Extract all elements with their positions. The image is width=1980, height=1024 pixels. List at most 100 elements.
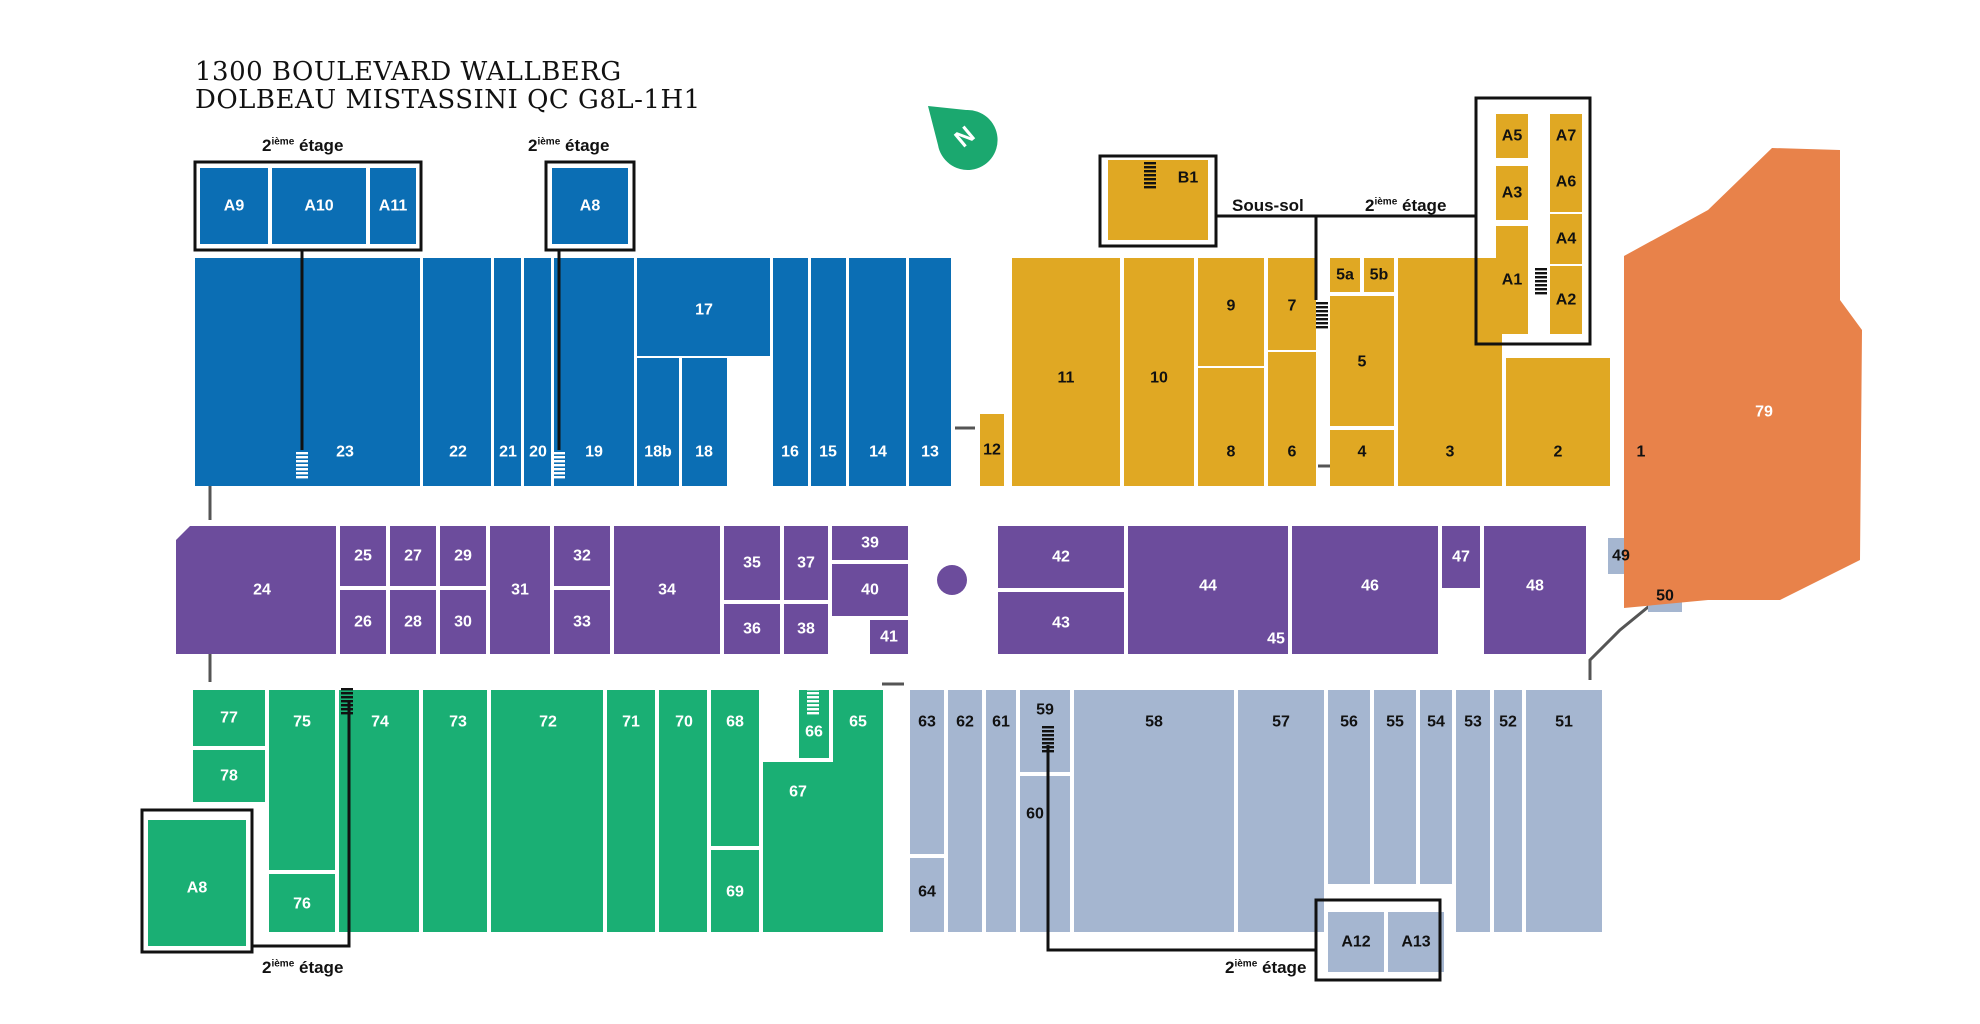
- store-unit-4[interactable]: [1330, 430, 1394, 486]
- store-unit-37[interactable]: [784, 526, 828, 600]
- store-unit-33[interactable]: [554, 590, 610, 654]
- store-unit-47[interactable]: [1442, 526, 1480, 588]
- store-unit-23[interactable]: [195, 258, 420, 486]
- store-unit-5a[interactable]: [1330, 258, 1360, 292]
- store-unit-44[interactable]: [1128, 526, 1288, 654]
- store-unit-36[interactable]: [724, 604, 780, 654]
- store-unit-17[interactable]: [637, 258, 770, 356]
- store-unit-35[interactable]: [724, 526, 780, 600]
- store-unit-67[interactable]: [763, 762, 833, 932]
- store-unit-a2[interactable]: [1550, 266, 1582, 334]
- store-unit-62[interactable]: [948, 690, 982, 932]
- store-unit-63[interactable]: [910, 690, 944, 854]
- store-unit-69[interactable]: [711, 850, 759, 932]
- store-unit-68[interactable]: [711, 690, 759, 846]
- store-unit-46[interactable]: [1292, 526, 1438, 654]
- store-unit-43[interactable]: [998, 592, 1124, 654]
- store-unit-70[interactable]: [659, 690, 707, 932]
- store-unit-75[interactable]: [269, 690, 335, 870]
- store-unit-53[interactable]: [1456, 690, 1490, 932]
- unit-label-55: 55: [1386, 714, 1404, 731]
- store-unit-2[interactable]: [1506, 358, 1610, 486]
- store-unit-18b[interactable]: [637, 358, 679, 486]
- store-unit-5b[interactable]: [1364, 258, 1394, 292]
- stairs-icon: [1316, 302, 1328, 329]
- store-unit-60[interactable]: [1020, 776, 1070, 932]
- store-unit-7[interactable]: [1268, 258, 1316, 350]
- store-unit-20[interactable]: [524, 258, 551, 486]
- store-unit-13[interactable]: [909, 258, 951, 486]
- store-unit-48[interactable]: [1484, 526, 1586, 654]
- store-unit-a11[interactable]: [370, 168, 416, 244]
- unit-label-64: 64: [918, 884, 936, 901]
- floor-label-number: 2: [1225, 958, 1235, 977]
- unit-label-24: 24: [253, 582, 271, 599]
- store-unit-19[interactable]: [554, 258, 634, 486]
- store-unit-a6[interactable]: [1550, 152, 1582, 212]
- store-unit-a9[interactable]: [200, 168, 268, 244]
- store-unit-a8[interactable]: [148, 820, 246, 946]
- store-unit-a4[interactable]: [1550, 214, 1582, 264]
- store-unit-41[interactable]: [870, 620, 908, 654]
- store-unit-72[interactable]: [491, 690, 603, 932]
- store-unit-11[interactable]: [1012, 258, 1120, 486]
- store-unit-22[interactable]: [423, 258, 491, 486]
- store-unit-16[interactable]: [773, 258, 808, 486]
- store-unit-39[interactable]: [832, 526, 908, 560]
- store-unit-73[interactable]: [423, 690, 487, 932]
- store-unit-65[interactable]: [833, 690, 883, 932]
- store-unit-a3[interactable]: [1496, 166, 1528, 220]
- store-unit-5[interactable]: [1330, 296, 1394, 426]
- store-unit-a12[interactable]: [1328, 912, 1384, 972]
- store-unit-32[interactable]: [554, 526, 610, 586]
- store-unit-6[interactable]: [1268, 352, 1316, 486]
- unit-label-49: 49: [1612, 548, 1630, 565]
- store-unit-77[interactable]: [193, 690, 265, 746]
- store-unit-b1[interactable]: [1108, 160, 1208, 240]
- store-unit-78[interactable]: [193, 750, 265, 802]
- store-unit-a8[interactable]: [552, 168, 628, 244]
- store-unit-14[interactable]: [849, 258, 906, 486]
- store-unit-12[interactable]: [980, 414, 1004, 486]
- store-unit-25[interactable]: [340, 526, 386, 586]
- store-unit-74[interactable]: [339, 690, 419, 932]
- store-unit-42[interactable]: [998, 526, 1124, 588]
- store-unit-3[interactable]: [1398, 258, 1502, 486]
- store-unit-9[interactable]: [1198, 258, 1264, 366]
- store-unit-27[interactable]: [390, 526, 436, 586]
- store-unit-52[interactable]: [1494, 690, 1522, 932]
- store-unit-45[interactable]: [1264, 624, 1288, 654]
- store-unit-10[interactable]: [1124, 258, 1194, 486]
- unit-label-78: 78: [220, 768, 238, 785]
- store-unit-54[interactable]: [1420, 690, 1452, 884]
- store-unit-8[interactable]: [1198, 368, 1264, 486]
- store-unit-76[interactable]: [269, 874, 335, 932]
- store-unit-24[interactable]: [176, 526, 336, 654]
- store-unit-29[interactable]: [440, 526, 486, 586]
- store-unit-71[interactable]: [607, 690, 655, 932]
- store-unit-64[interactable]: [910, 858, 944, 932]
- store-unit-58[interactable]: [1074, 690, 1234, 932]
- store-unit-30[interactable]: [440, 590, 486, 654]
- store-unit-61[interactable]: [986, 690, 1016, 932]
- store-unit-a7[interactable]: [1550, 114, 1582, 158]
- store-unit-18[interactable]: [682, 358, 727, 486]
- store-unit-40[interactable]: [832, 564, 908, 616]
- store-unit-79[interactable]: [1624, 148, 1862, 608]
- store-unit-21[interactable]: [494, 258, 521, 486]
- store-unit-51[interactable]: [1526, 690, 1602, 932]
- store-unit-a10[interactable]: [272, 168, 366, 244]
- store-unit-57[interactable]: [1238, 690, 1324, 932]
- store-unit-28[interactable]: [390, 590, 436, 654]
- store-unit-38[interactable]: [784, 604, 828, 654]
- store-unit-a5[interactable]: [1496, 114, 1528, 158]
- store-unit-56[interactable]: [1328, 690, 1370, 884]
- store-unit-55[interactable]: [1374, 690, 1416, 884]
- store-unit-a13[interactable]: [1388, 912, 1444, 972]
- stair-links: [252, 214, 1476, 952]
- store-unit-26[interactable]: [340, 590, 386, 654]
- store-unit-34[interactable]: [614, 526, 720, 654]
- store-unit-15[interactable]: [811, 258, 846, 486]
- store-unit-31[interactable]: [490, 526, 550, 654]
- unit-label-15: 15: [819, 444, 837, 461]
